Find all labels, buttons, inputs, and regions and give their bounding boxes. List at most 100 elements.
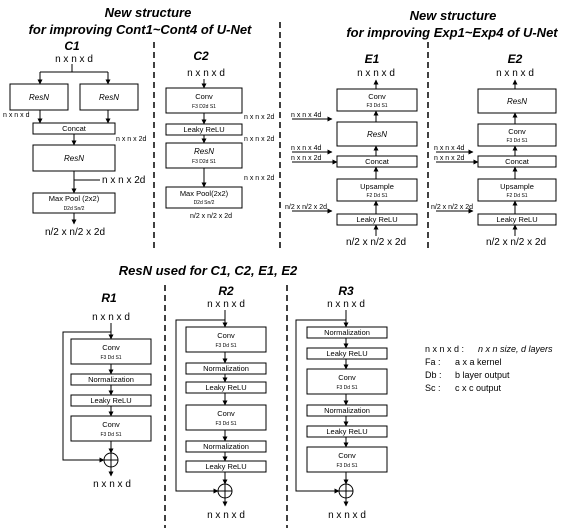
r2-leaky1-label: Leaky ReLU xyxy=(205,383,246,392)
r1-conv2-sub: F3 Dd S1 xyxy=(100,432,121,438)
c1-resn-c-label: ResN xyxy=(64,154,84,163)
r1-add-icon xyxy=(103,452,119,468)
c2-resn-label: ResN xyxy=(194,147,214,156)
c1-resn-b-label: ResN xyxy=(99,93,119,102)
e2-title: E2 xyxy=(508,52,523,66)
c1-concat-label: Concat xyxy=(62,124,87,133)
c2-input-label: n x n x d xyxy=(187,68,225,79)
r2-leaky2-label: Leaky ReLU xyxy=(205,462,246,471)
r2-norm2-label: Normalization xyxy=(203,442,249,451)
c2-leaky-label: Leaky ReLU xyxy=(183,125,224,134)
legend-line1-key: n x n x d : xyxy=(425,344,464,354)
r3-conv1 xyxy=(306,368,388,395)
e1-resn-in-label: n x n x 4d xyxy=(291,145,321,152)
title-right-line2: for improving Exp1~Exp4 of U-Net xyxy=(346,25,558,40)
e1-resn-label: ResN xyxy=(367,130,387,139)
e2-upsample-sub: F2 Dd S1 xyxy=(506,193,527,199)
r1-title: R1 xyxy=(101,291,117,305)
r3-leaky2-label: Leaky ReLU xyxy=(326,427,367,436)
e1-upsample-in-label: n/2 x n/2 x 2d xyxy=(285,204,327,211)
c2-resn-sub: F3 D2d S1 xyxy=(192,159,216,165)
r3-add-icon xyxy=(338,483,354,499)
c2-conv-label: Conv xyxy=(195,92,213,101)
title-right-line1: New structure xyxy=(410,8,497,23)
c2-conv xyxy=(165,87,243,114)
r3-output-label: n x n x d xyxy=(328,510,366,521)
e1-conv-in-label: n x n x 4d xyxy=(291,112,321,119)
r1-skip-connection xyxy=(62,331,111,463)
legend-line4-key: Sc : xyxy=(425,383,441,393)
r3-skip-connection xyxy=(295,319,346,494)
r2-norm1 xyxy=(185,362,267,375)
r2-conv2-label: Conv xyxy=(217,409,235,418)
e1-conv-sub: F3 Dd S1 xyxy=(366,103,387,109)
e1-upsample-sub: F2 Dd S1 xyxy=(366,193,387,199)
r3-conv1-label: Conv xyxy=(338,373,356,382)
r1-block: R1 n x n x d Conv F3 Dd S1 Normalization… xyxy=(62,291,152,490)
e1-block: E1 n x n x d Conv F3 Dd S1 n x n x 4d Re… xyxy=(285,52,418,248)
c1-input-label: n x n x d xyxy=(55,54,93,65)
r2-output-label: n x n x d xyxy=(207,510,245,521)
r3-norm2 xyxy=(306,404,388,417)
legend-line4-value: c x c output xyxy=(455,383,502,393)
r2-title: R2 xyxy=(218,284,234,298)
c2-maxpool xyxy=(165,186,243,209)
r2-norm2 xyxy=(185,440,267,453)
c2-title: C2 xyxy=(193,49,209,63)
c1-concat-out-label: n x n x 2d xyxy=(116,136,146,143)
r2-conv1-label: Conv xyxy=(217,331,235,340)
c1-block: C1 n x n x d ResN ResN n x n x d Concat … xyxy=(3,39,146,238)
r1-conv1-label: Conv xyxy=(102,343,120,352)
r1-conv1-sub: F3 Dd S1 xyxy=(100,355,121,361)
legend-line3-key: Db : xyxy=(425,370,442,380)
legend: n x n x d : n x n size, d layers Fa : a … xyxy=(425,344,553,393)
r3-leaky1-label: Leaky ReLU xyxy=(326,349,367,358)
e2-upsample-in-label: n/2 x n/2 x 2d xyxy=(431,204,473,211)
r2-conv1-sub: F3 Dd S1 xyxy=(215,343,236,349)
c2-resn-out-label: n x n x 2d xyxy=(244,175,274,182)
r3-title: R3 xyxy=(338,284,354,298)
title-left-line1: New structure xyxy=(105,5,192,20)
r1-norm-label: Normalization xyxy=(88,375,134,384)
e1-concat-in-label: n x n x 2d xyxy=(291,155,321,162)
legend-line2-value: a x a kernel xyxy=(455,357,502,367)
r3-conv2 xyxy=(306,446,388,473)
c2-maxpool-sub: D2d Sn/2 xyxy=(194,200,215,206)
r3-norm2-label: Normalization xyxy=(324,406,370,415)
r2-leaky1 xyxy=(185,381,267,394)
r3-leaky2 xyxy=(306,425,388,438)
legend-line3-value: b layer output xyxy=(455,370,510,380)
legend-line1-value: n x n size, d layers xyxy=(478,344,553,354)
e2-conv-label: Conv xyxy=(508,127,526,136)
r2-conv2 xyxy=(185,404,267,431)
r3-norm1 xyxy=(306,326,388,339)
e1-output-label: n x n x d xyxy=(357,68,395,79)
r2-skip-connection xyxy=(175,319,225,494)
c2-maxpool-label: Max Pool(2x2) xyxy=(180,189,229,198)
c1-resn-out-label: n x n x 2d xyxy=(102,175,145,186)
c1-resn-b xyxy=(79,83,139,111)
r2-block: R2 n x n x d Conv F3 Dd S1 Normalization… xyxy=(175,284,267,521)
c1-maxpool-label: Max Pool (2x2) xyxy=(49,194,100,203)
c2-maxpool-out-label: n/2 x n/2 x 2d xyxy=(190,213,232,220)
e2-resn xyxy=(477,88,557,114)
r3-leaky1 xyxy=(306,347,388,360)
e2-upsample-label: Upsample xyxy=(500,182,534,191)
r1-output-label: n x n x d xyxy=(93,479,131,490)
c1-side-label: n x n x d xyxy=(3,112,30,119)
e2-block: E2 n x n x d ResN Conv F3 Dd S1 n x n x … xyxy=(431,52,557,248)
c2-leaky-out-label: n x n x 2d xyxy=(244,136,274,143)
r2-input-label: n x n x d xyxy=(207,299,245,310)
c1-title: C1 xyxy=(64,39,80,53)
r1-conv2-label: Conv xyxy=(102,420,120,429)
r3-input-label: n x n x d xyxy=(327,299,365,310)
e2-concat-label: Concat xyxy=(505,157,530,166)
e1-title: E1 xyxy=(365,52,380,66)
e2-conv-in-label: n x n x 4d xyxy=(434,145,464,152)
r2-conv2-sub: F3 Dd S1 xyxy=(215,421,236,427)
e2-concat-in-label: n x n x 2d xyxy=(434,155,464,162)
r1-leaky-label: Leaky ReLU xyxy=(90,396,131,405)
r1-conv2 xyxy=(70,415,152,442)
c2-block: C2 n x n x d Conv F3 D2d S1 n x n x 2d L… xyxy=(165,49,274,220)
